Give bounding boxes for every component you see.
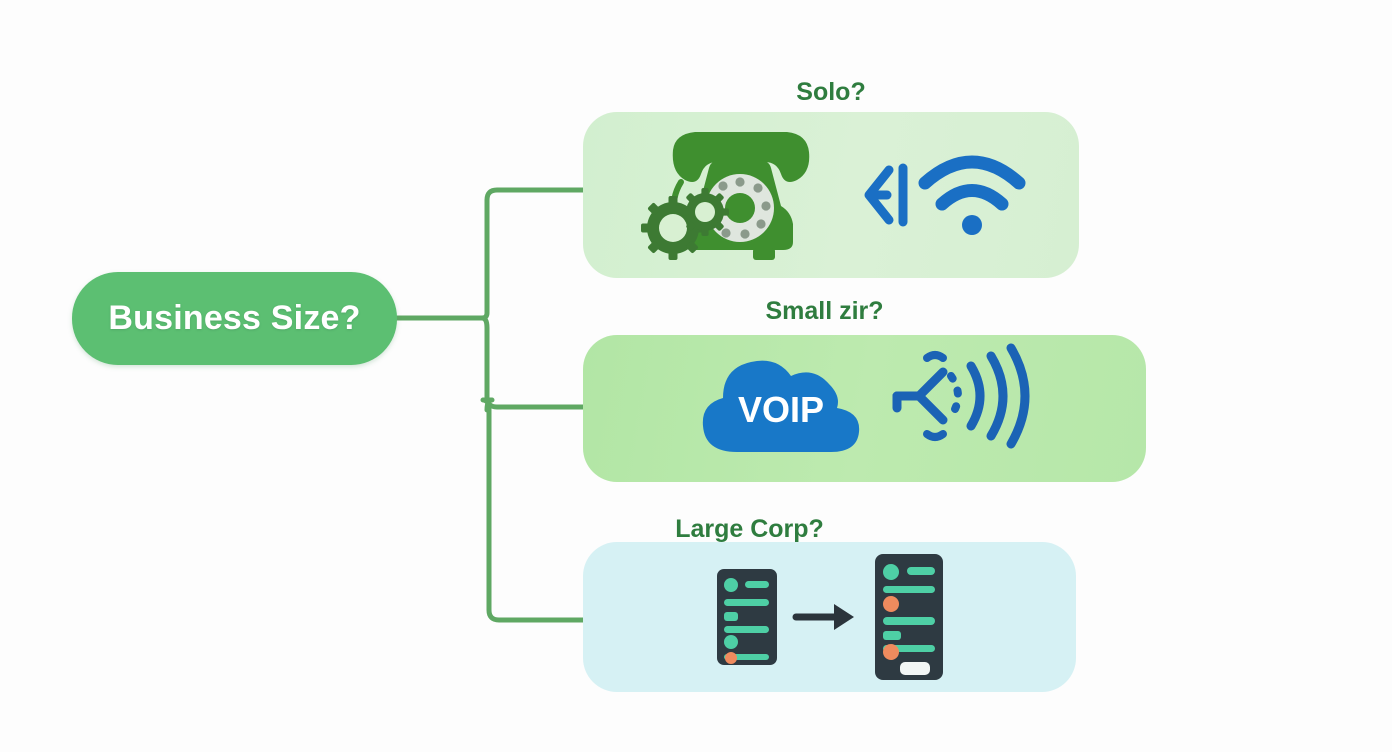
branch-small-label: Small zir? bbox=[765, 297, 884, 325]
wifi-icon bbox=[918, 155, 1026, 235]
branch-large-icons bbox=[583, 542, 1076, 692]
branch-large-card[interactable] bbox=[583, 542, 1076, 692]
branch-large-label: Large Corp? bbox=[675, 515, 824, 543]
branch-small[interactable]: Small zir? VOIP bbox=[583, 297, 1146, 482]
rotary-phone-icon bbox=[641, 132, 810, 260]
arrow-right-icon bbox=[792, 604, 854, 630]
branch-small-card[interactable]: VOIP bbox=[583, 335, 1146, 482]
signal-chevron-icon bbox=[864, 163, 908, 227]
server-panel-expanded-icon bbox=[874, 554, 943, 680]
branch-solo-icons bbox=[583, 112, 1079, 278]
connector-branch-small bbox=[474, 315, 586, 410]
branch-solo-label: Solo? bbox=[796, 78, 866, 106]
voip-cloud-label: VOIP bbox=[737, 389, 823, 430]
branch-solo-card[interactable] bbox=[583, 112, 1079, 278]
voip-cloud-icon: VOIP bbox=[702, 360, 859, 452]
gears-icon bbox=[641, 188, 729, 260]
branch-small-icons: VOIP bbox=[583, 335, 1146, 482]
speaker-broadcast-icon bbox=[892, 343, 1029, 449]
root-node-label: Business Size? bbox=[108, 299, 361, 337]
server-panel-icon bbox=[716, 569, 777, 665]
connector-branch-large bbox=[480, 397, 586, 623]
branch-solo[interactable]: Solo? bbox=[583, 78, 1079, 278]
root-node-business-size[interactable]: Business Size? bbox=[72, 272, 397, 365]
branch-large[interactable]: Large Corp? bbox=[583, 515, 1076, 692]
